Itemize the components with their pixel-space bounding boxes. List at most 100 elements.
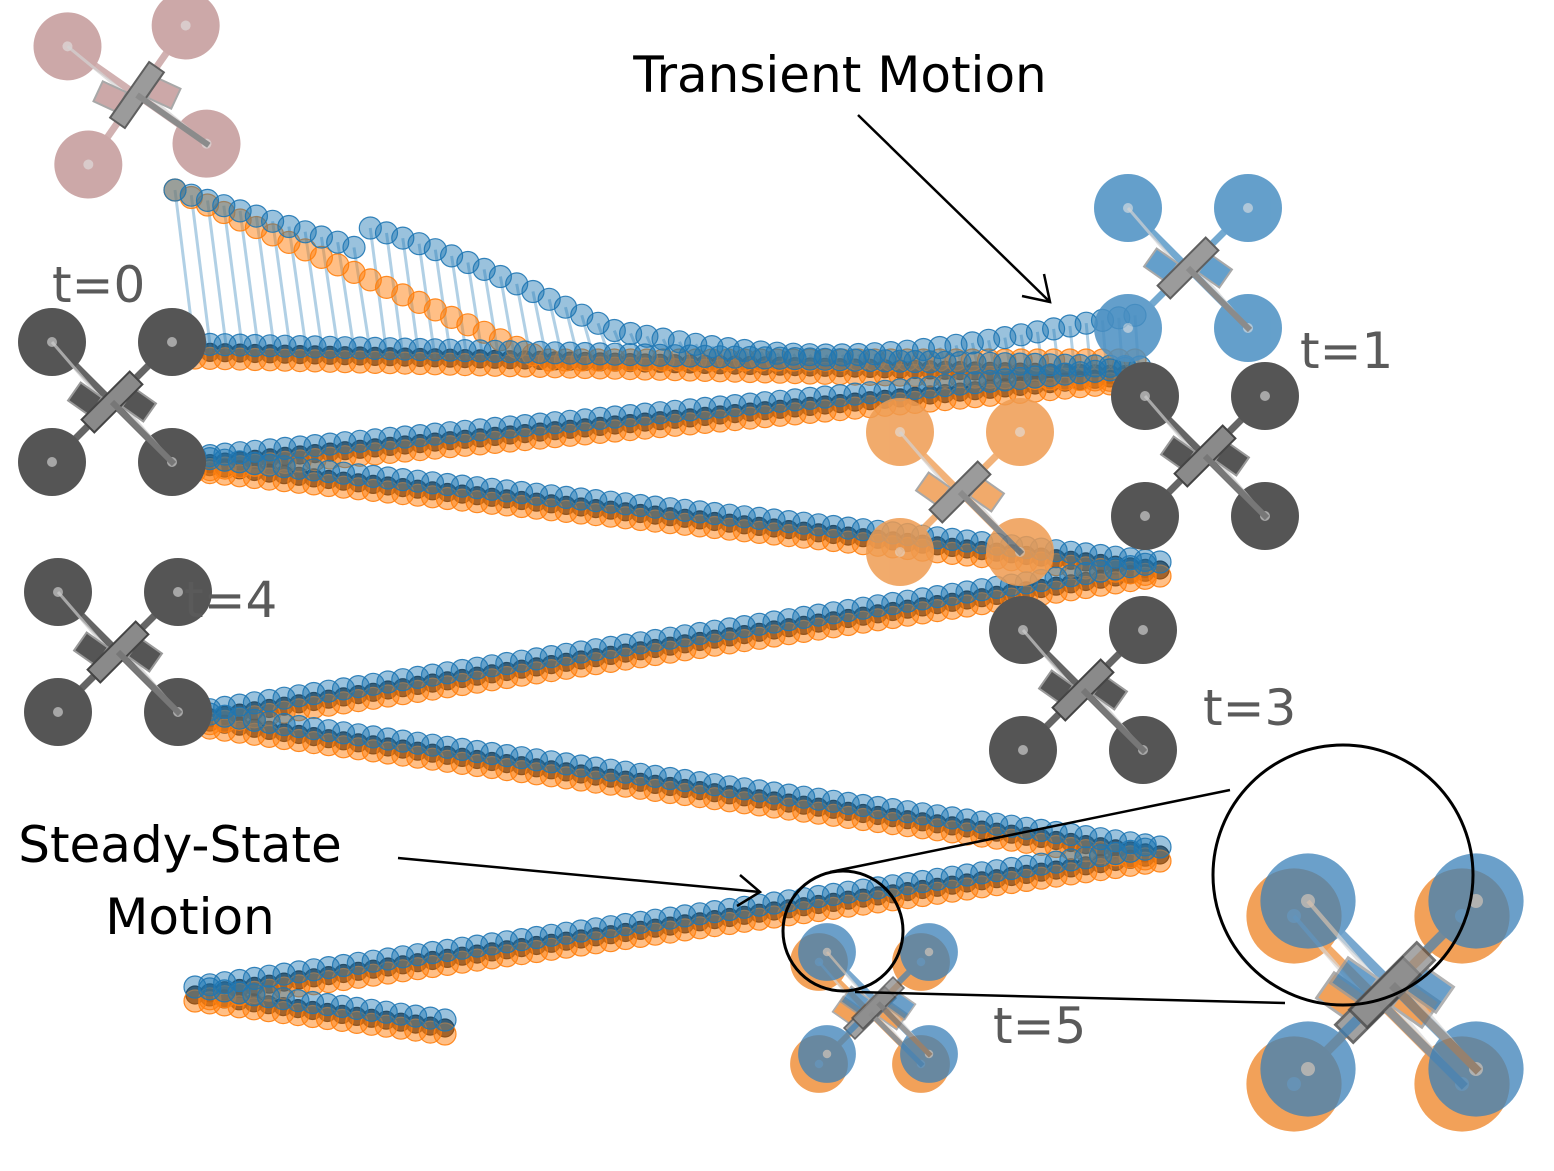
transient-link xyxy=(254,215,277,355)
blue-bead xyxy=(1118,554,1142,579)
blue-bead xyxy=(433,1008,457,1032)
steady-state-label: Steady-State xyxy=(18,816,342,874)
transient-link xyxy=(222,205,245,354)
blue-bead xyxy=(836,598,860,623)
blue-bead xyxy=(1118,839,1142,863)
blue-bead xyxy=(613,492,638,516)
blue-bead xyxy=(453,419,477,443)
blue-bead xyxy=(813,385,837,409)
blue-bead xyxy=(287,456,311,480)
blue-bead xyxy=(910,802,935,826)
blue-bead xyxy=(554,642,578,666)
blue-bead xyxy=(330,994,354,1019)
blue-bead xyxy=(361,672,385,696)
time-label-t5: t=5 xyxy=(993,997,1086,1055)
blue-bead xyxy=(242,708,266,732)
blue-bead xyxy=(435,661,459,685)
quadrotor-icon xyxy=(1094,174,1282,362)
blue-bead xyxy=(806,884,831,909)
blue-bead xyxy=(584,489,608,513)
blue-bead xyxy=(781,342,805,366)
blue-bead xyxy=(783,388,807,412)
blue-bead xyxy=(509,746,534,770)
transient-motion-label: Transient Motion xyxy=(632,46,1046,104)
blue-bead xyxy=(257,453,281,477)
blue-bead xyxy=(1044,566,1068,590)
blue-bead xyxy=(762,610,786,634)
blue-bead xyxy=(925,804,949,828)
blue-bead xyxy=(895,589,920,613)
blue-bead xyxy=(406,731,430,755)
blue-bead xyxy=(836,791,860,816)
blue-bead xyxy=(762,781,786,805)
blue-bead xyxy=(374,1000,398,1024)
blue-bead xyxy=(762,891,786,915)
blue-bead xyxy=(717,617,742,641)
blue-bead xyxy=(342,235,366,259)
blue-bead xyxy=(227,981,251,1005)
blue-bead xyxy=(613,633,638,657)
blue-bead xyxy=(213,704,237,728)
blue-bead xyxy=(480,654,504,678)
blue-bead xyxy=(302,681,326,706)
blue-bead xyxy=(1083,359,1107,383)
blue-bead xyxy=(345,996,369,1021)
blue-bead xyxy=(465,476,489,500)
blue-bead xyxy=(389,1002,413,1026)
blue-bead xyxy=(302,458,326,482)
blue-bead xyxy=(480,477,504,501)
blue-bead xyxy=(673,768,697,793)
blue-bead xyxy=(271,986,295,1011)
blue-bead xyxy=(970,861,994,885)
blue-bead xyxy=(554,921,578,945)
blue-trajectory xyxy=(163,178,1172,1032)
blue-bead xyxy=(359,998,384,1022)
blue-bead xyxy=(747,506,771,531)
blue-bead xyxy=(688,621,712,646)
blue-bead xyxy=(569,754,593,778)
blue-bead xyxy=(673,624,697,648)
blue-bead xyxy=(955,863,979,887)
blue-bead xyxy=(613,912,638,937)
blue-bead xyxy=(420,663,445,687)
time-label-t4: t=4 xyxy=(184,571,277,629)
blue-bead xyxy=(361,725,385,749)
blue-bead xyxy=(524,748,549,772)
blue-bead xyxy=(798,386,822,410)
time-label-t3: t=3 xyxy=(1203,679,1296,737)
blue-bead xyxy=(539,644,563,669)
blue-bead xyxy=(406,469,430,493)
zoom-circle-icon xyxy=(781,743,1475,1007)
blue-bead xyxy=(866,594,890,618)
blue-bead xyxy=(272,712,296,737)
blue-bead xyxy=(406,665,430,690)
blue-bead xyxy=(420,940,445,965)
blue-bead xyxy=(404,1004,428,1028)
blue-bead xyxy=(1014,854,1039,879)
blue-bead xyxy=(633,402,657,426)
blue-bead xyxy=(797,343,822,367)
blue-bead xyxy=(363,428,387,452)
blue-bead xyxy=(1088,559,1113,583)
blue-bead xyxy=(866,795,890,820)
blue-bead xyxy=(925,584,949,609)
blue-bead xyxy=(1133,837,1157,861)
blue-bead xyxy=(643,628,667,653)
blue-bead xyxy=(777,509,801,534)
blue-bead xyxy=(393,425,417,449)
blue-bead xyxy=(495,651,519,676)
blue-bead xyxy=(391,945,415,969)
blue-bead xyxy=(963,371,987,395)
blue-bead xyxy=(777,608,801,632)
blue-bead xyxy=(1038,364,1062,388)
blue-bead xyxy=(732,895,756,919)
blue-bead xyxy=(881,797,905,822)
blue-bead xyxy=(985,812,1009,836)
blue-bead xyxy=(628,762,653,786)
blue-bead xyxy=(702,773,727,797)
blue-bead xyxy=(643,764,667,789)
quadrotor-icon xyxy=(28,0,246,204)
blue-bead xyxy=(524,647,549,671)
